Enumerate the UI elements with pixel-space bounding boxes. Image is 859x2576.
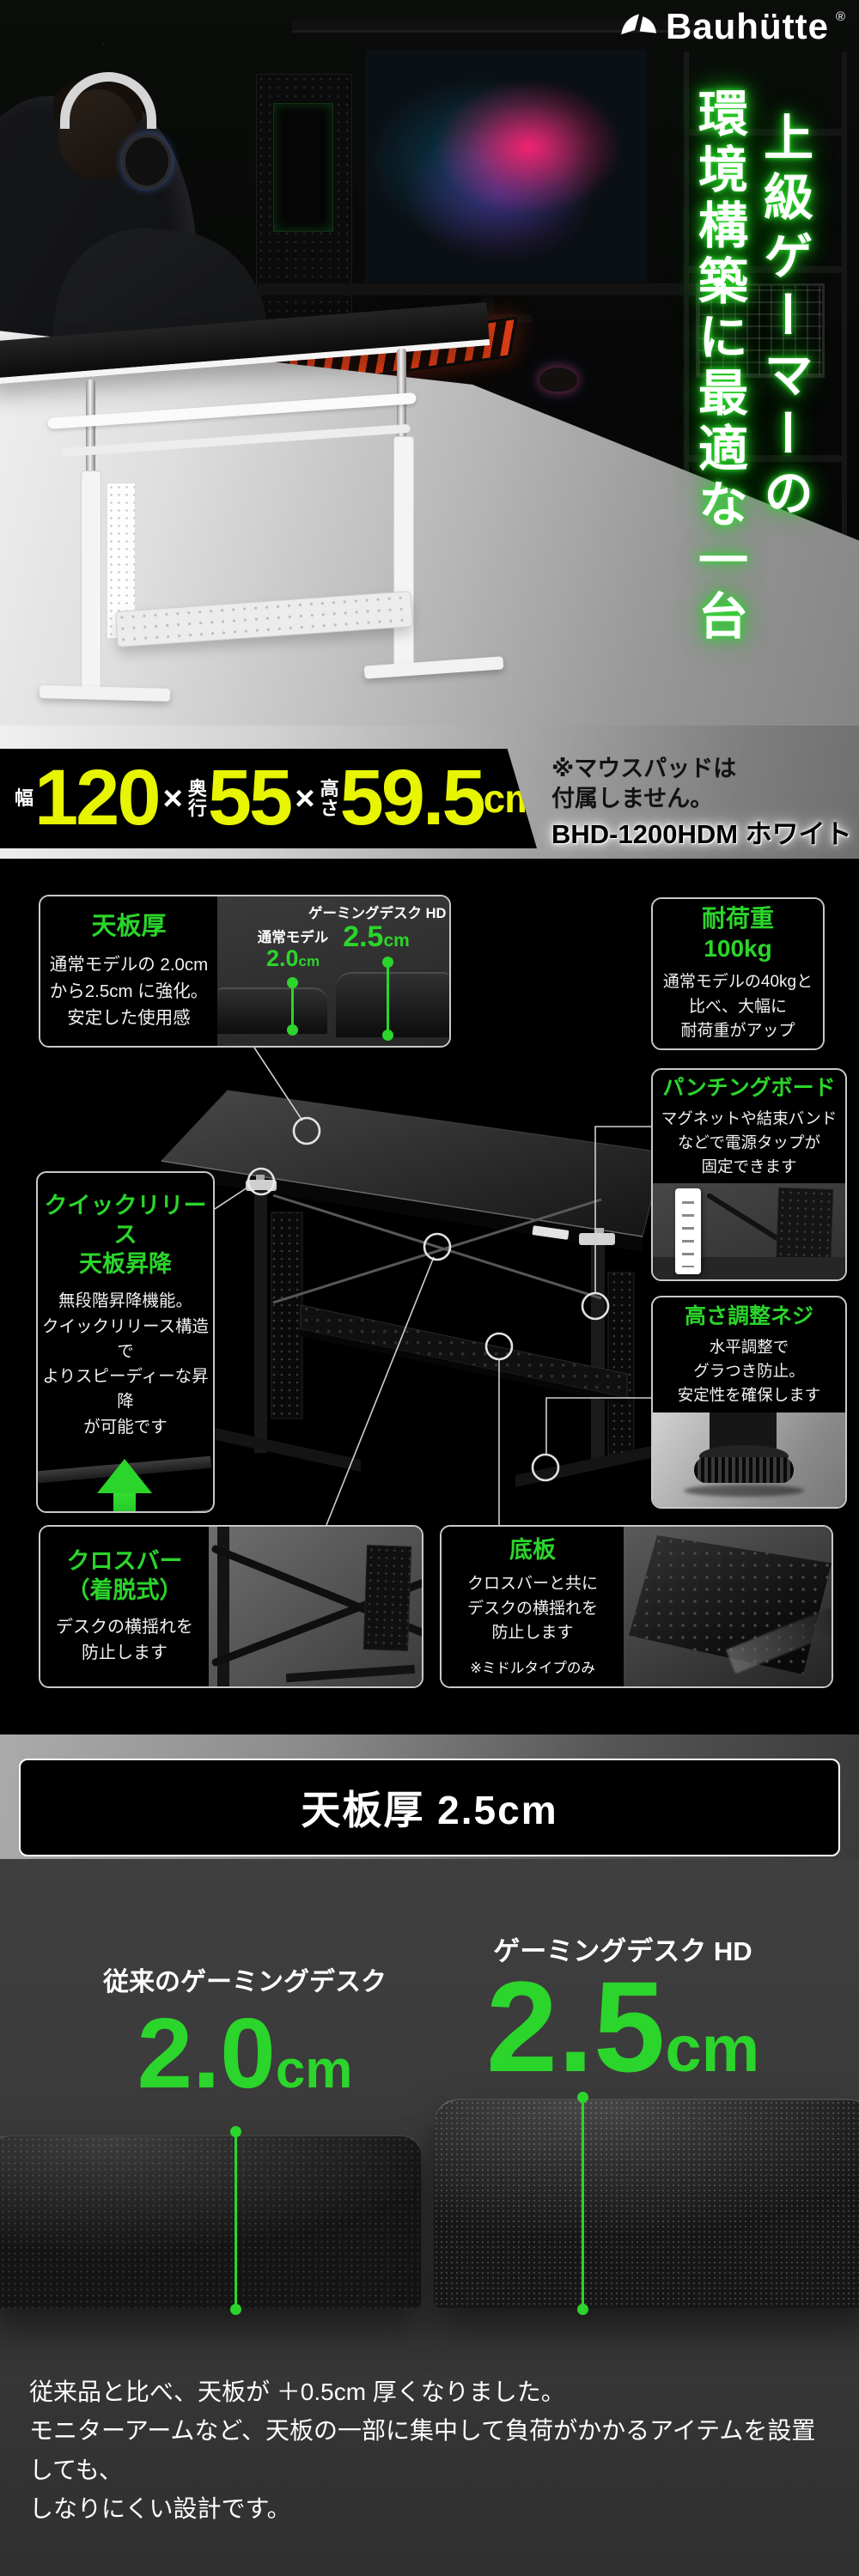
feature-body: 通常モデルの 2.0cm から2.5cm に強化。 安定した使用感 [49,955,209,1028]
wire-basket [696,283,825,378]
rack-shelf-bar [689,129,842,136]
normal-slab [217,987,327,1034]
power-strip-photo [653,1183,845,1279]
width-label: 幅 [15,787,34,810]
hero-section: 上級ゲーマーの 環境構築に最適な一台 Bauhütte ® [0,0,859,726]
width-value: 120 [34,754,161,842]
thickness-heading-band: 天板厚 2.5cm [0,1735,859,1859]
crossbar-photo [209,1527,422,1686]
feature-body: クロスバーと共に デスクの横揺れを 防止します [466,1575,598,1643]
adjuster-foot-photo [653,1413,845,1507]
hd-slab [336,972,449,1037]
feature-load-capacity: 耐荷重 100kg 通常モデルの40kgと 比べ、大幅に 耐荷重がアップ [651,897,825,1050]
feature-body: デスクの横揺れを 防止します [56,1617,193,1662]
multiply-sign: × [295,779,315,817]
feature-title: クロスバー （着脱式） [66,1548,183,1603]
up-arrow-stem [113,1489,136,1511]
punching-panel [362,1545,412,1651]
bottom-board-photo [624,1527,832,1686]
feature-top-thickness: 天板厚 通常モデルの 2.0cm から2.5cm に強化。 安定した使用感 通常… [39,895,451,1048]
hd-desktop-edge [434,2099,859,2308]
height-value: 59.5 [339,754,486,842]
feature-title: 天板厚 [91,912,167,940]
feature-body: 無段階昇降機能。 クイックリリース構造で よりスピーディーな昇降 が可能です [41,1291,210,1437]
wall-shelf [292,19,696,33]
rack-shelf-bar [689,455,842,462]
old-desk-label: 従来のゲーミングデスク [103,1968,387,1996]
desk-foot [285,1664,416,1683]
lift-illustration [38,1445,213,1511]
feature-title: 底板 [509,1537,556,1564]
depth-label: 奥行 [187,777,207,819]
hd-desk-label: ゲーミングデスク HD [493,1936,752,1966]
thickness-heading-box: 天板厚 2.5cm [19,1759,840,1856]
height-label: 高さ [320,777,339,819]
mousepad-note: ※マウスパッドは 付属しません。 [551,756,737,812]
old-thickness-value: 2.0cm [137,1997,353,2109]
gaming-mouse [539,368,577,392]
monitor-base [447,314,533,323]
vertical-headline-line1: 上級ゲーマーの [756,112,812,526]
feature-body: 水平調整で グラつき防止。 安定性を確保します [677,1338,821,1404]
feature-punching-board: パンチングボード マグネットや結束バンド などで電源タップが 固定できます [651,1068,847,1281]
size-black-shape: 幅 120 × 奥行 55 × 高さ 59.5 cm [0,749,537,848]
headphones-earcup [122,134,172,189]
measure-line-hd [577,2092,588,2315]
rack-shelf-bar [689,266,842,273]
bauhutte-fan-icon [619,9,659,47]
feature-body: 通常モデルの40kgと 比べ、大幅に 耐荷重がアップ [662,973,813,1041]
white-desk-pole-left [86,380,95,484]
white-desk-leg-right [393,436,414,666]
brand-logo-text: Bauhütte [665,6,829,46]
desk-leg-pole [217,1527,229,1686]
thickness-paragraph: 従来品と比べ、天板が ＋0.5cm 厚くなりました。 モニターアームなど、天板の… [29,2379,816,2523]
gaming-room-photo [0,0,859,726]
feature-height-screw: 高さ調整ネジ 水平調整で グラつき防止。 安定性を確保します [651,1296,847,1509]
feature-crossbar: クロスバー （着脱式） デスクの横揺れを 防止します [39,1525,423,1688]
measure-line-old [230,2126,241,2315]
model-name: BHD-1200HDM ホワイト [551,819,852,849]
feature-title: クイックリリース 天板昇降 [44,1193,207,1277]
thickness-heading: 天板厚 2.5cm [301,1788,558,1832]
feature-title: 高さ調整ネジ [684,1303,813,1328]
brand-logo: Bauhütte ® [619,9,845,47]
headphones-band [60,72,156,129]
size-banner: 幅 120 × 奥行 55 × 高さ 59.5 cm ※マウスパッドは 付属しま… [0,726,859,859]
feature-bottom-board: 底板 クロスバーと共に デスクの横揺れを 防止します ※ミドルタイプのみ [440,1525,833,1688]
metal-rack [684,52,847,567]
feature-title: パンチングボード [662,1075,836,1100]
power-strip [675,1188,701,1274]
features-section: 天板厚 通常モデルの 2.0cm から2.5cm に強化。 安定した使用感 通常… [0,859,859,1735]
edge-compare-photo [0,2092,859,2363]
thickness-compare-section: 従来のゲーミングデスク ゲーミングデスク HD 2.0cm 2.5cm 従来品と… [0,1859,859,2576]
old-desktop-edge [0,2135,421,2308]
adjuster-knob [694,1457,794,1483]
hd-model-caption: ゲーミングデスク HD 2.5cm [308,906,447,953]
white-desk-leg-left [81,471,101,696]
measure-line-hd [382,957,393,1041]
size-unit: cm [483,776,539,821]
vertical-headline-line2: 環境構築に最適な一台 [691,88,746,646]
gaming-monitor [361,45,651,287]
normal-model-caption: 通常モデル 2.0cm [257,930,329,971]
feature-body: マグネットや結束バンド などで電源タップが 固定できます [661,1109,838,1176]
outlets [682,1195,694,1267]
feature-title: 耐荷重 100kg [701,905,774,963]
up-arrow-head [97,1458,152,1493]
foot-shadow [684,1485,804,1497]
thickness-compare-photo: 通常モデル 2.0cm ゲーミングデスク HD 2.5cm [217,896,449,1046]
multiply-sign: × [162,779,183,817]
desk-leg-end [710,1413,777,1450]
desk-diagram [160,1047,691,1526]
registered-mark: ® [835,9,845,24]
hd-thickness-value: 2.5cm [485,1954,760,2099]
desk-shelf [258,283,704,295]
feature-note: ※ミドルタイプのみ [470,1660,595,1676]
measure-line-normal [287,977,298,1036]
feature-quick-release: クイックリリース 天板昇降 無段階昇降機能。 クイックリリース構造で よりスピー… [36,1171,215,1513]
depth-value: 55 [207,754,293,842]
pegboard-sign [273,103,333,232]
